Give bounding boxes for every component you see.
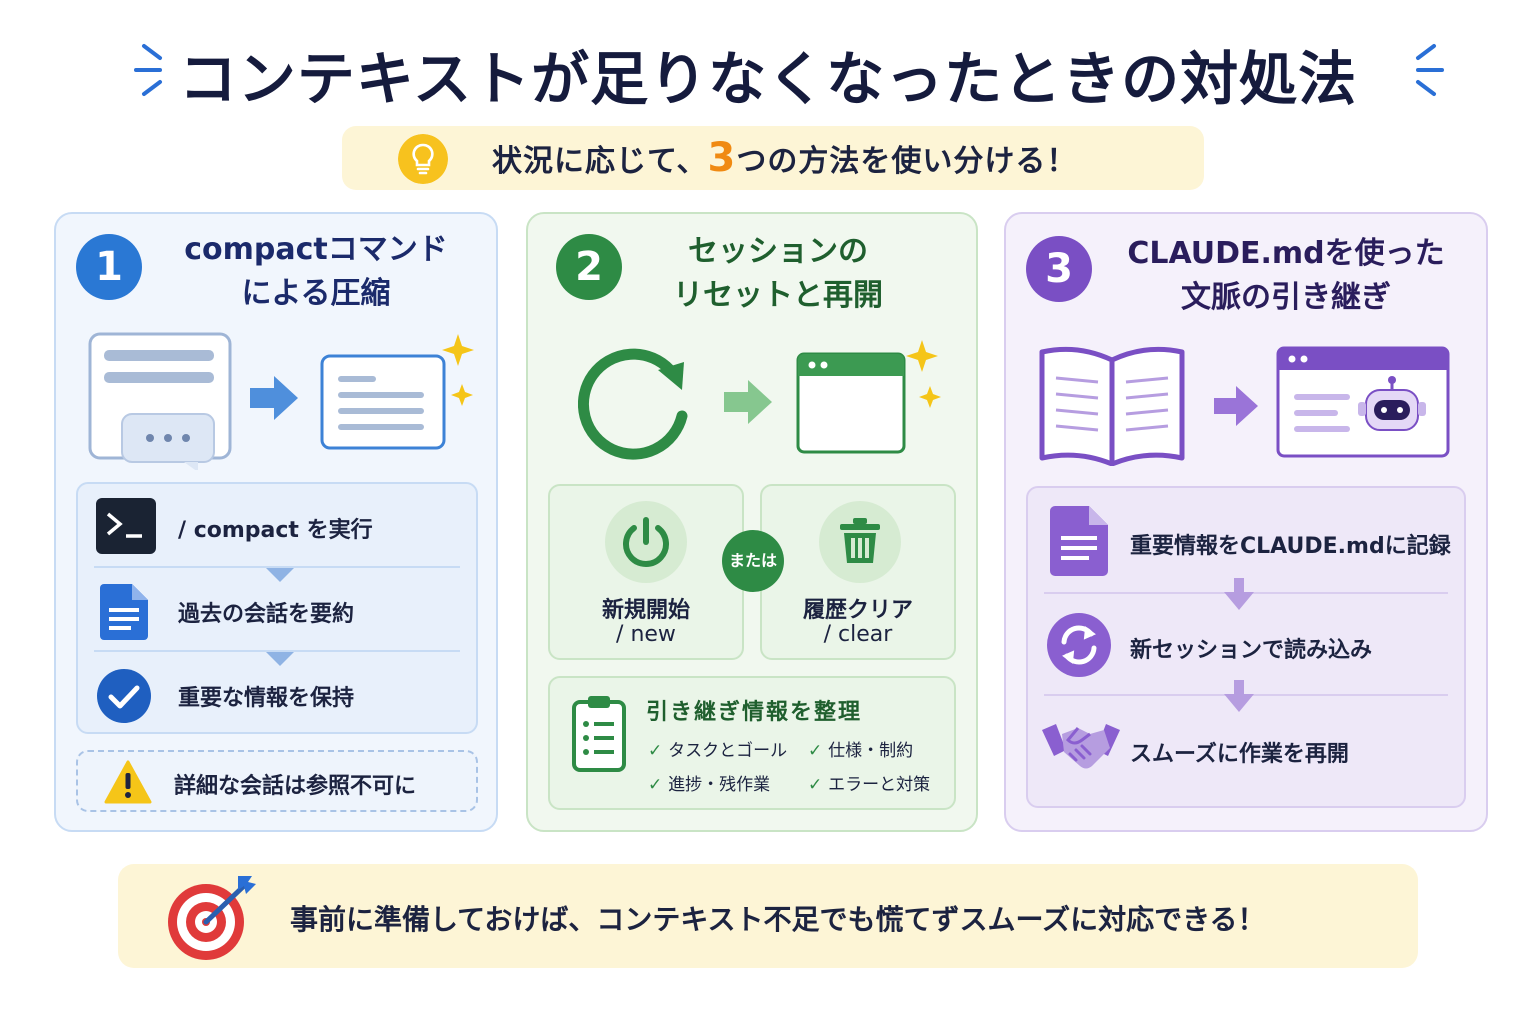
ai-window-icon: [1276, 346, 1450, 458]
step-divider: [94, 566, 460, 568]
step-divider: [94, 650, 460, 652]
claude-md-illustration: [1039, 346, 1450, 466]
handover-item: ✓ エラーと対策: [808, 775, 931, 795]
method-1-step-2: 過去の会話を要約: [178, 602, 355, 627]
handover-item: ✓ タスクとゴール: [648, 741, 788, 761]
warning-icon: [104, 760, 152, 804]
lightbulb-icon: [398, 134, 448, 184]
method-3-step-2: 新セッションで読み込み: [1130, 638, 1373, 663]
subtitle-text: 状況に応じて、3つの方法を使い分ける！: [492, 135, 1078, 181]
method-2-number-badge: 2: [556, 234, 622, 300]
method-3-panel: 3 CLAUDE.mdを使った 文脈の引き継ぎ: [1004, 212, 1488, 832]
method-1-step-3: 重要な情報を保持: [178, 686, 355, 711]
down-arrow-icon: [266, 568, 294, 582]
handover-item: ✓ 進捗・残作業: [648, 775, 771, 795]
arrow-right-icon: [724, 380, 772, 424]
sparkle-icon: [906, 340, 941, 408]
power-icon: [605, 501, 687, 583]
method-2-title: セッションの リセットと再開: [673, 234, 883, 313]
file-icon: [1050, 506, 1108, 576]
document-icon: [100, 584, 148, 640]
method-3-steps-box: 重要情報をCLAUDE.mdに記録 新セッションで読み込み スムーズに作業を再開: [1026, 486, 1466, 808]
clipboard-icon: [572, 696, 626, 772]
page-title: コンテキストが足りなくなったときの対処法: [178, 45, 1358, 113]
subtitle-banner: 状況に応じて、3つの方法を使い分ける！: [342, 126, 1204, 190]
arrow-right-icon: [1214, 386, 1258, 426]
trash-icon: [819, 501, 901, 583]
method-3-number-badge: 3: [1026, 236, 1092, 302]
method-1-warning-text: 詳細な会話は参照不可に: [174, 774, 417, 799]
target-arrow-icon: [168, 876, 256, 960]
option-new-command: / new: [616, 622, 676, 647]
terminal-icon: [96, 498, 156, 554]
method-1-number-badge: 1: [76, 234, 142, 300]
option-clear-command: / clear: [823, 622, 893, 647]
option-new-box: 新規開始 / new: [548, 484, 744, 660]
method-1-panel: 1 compactコマンド による圧縮: [54, 212, 498, 832]
title-right-deco-icon: [1416, 44, 1444, 96]
compact-document-icon: [320, 354, 446, 450]
down-arrow-icon: [1224, 680, 1254, 712]
handover-title: 引き継ぎ情報を整理: [646, 700, 863, 725]
sparkle-icon: [442, 334, 474, 406]
method-3-step-3: スムーズに作業を再開: [1130, 742, 1349, 767]
method-3-step-1: 重要情報をCLAUDE.mdに記録: [1130, 534, 1451, 559]
method-3-title: CLAUDE.mdを使った 文脈の引き継ぎ: [1127, 236, 1445, 315]
handover-box: 引き継ぎ情報を整理 ✓ タスクとゴール ✓ 仕様・制約 ✓ 進捗・残作業 ✓ エ…: [548, 676, 956, 810]
handshake-icon: [1042, 724, 1120, 769]
check-circle-icon: [97, 669, 151, 723]
sync-icon: [1047, 613, 1111, 677]
method-1-title: compactコマンド による圧縮: [184, 232, 448, 311]
down-arrow-icon: [266, 652, 294, 666]
method-1-steps-box: / compact を実行 過去の会話を要約 重要な情報を保持: [76, 482, 478, 734]
method-1-step-1: / compact を実行: [178, 518, 373, 543]
refresh-icon: [578, 348, 688, 460]
new-window-icon: [796, 352, 906, 454]
compact-illustration: [88, 332, 474, 470]
option-clear-label: 履歴クリア: [802, 598, 913, 623]
handover-item: ✓ 仕様・制約: [808, 741, 914, 761]
open-book-icon: [1039, 346, 1185, 466]
down-arrow-icon: [1224, 578, 1254, 610]
bottom-message: 事前に準備しておけば、コンテキスト不足でも慌てずスムーズに対応できる！: [290, 903, 1266, 936]
or-badge: または: [722, 530, 784, 592]
bottom-banner: 事前に準備しておけば、コンテキスト不足でも慌てずスムーズに対応できる！: [118, 864, 1418, 968]
reset-illustration: [578, 340, 941, 460]
robot-icon: [1358, 376, 1426, 431]
method-1-warning-box: 詳細な会話は参照不可に: [76, 750, 478, 812]
arrow-right-icon: [250, 376, 298, 420]
title-left-deco-icon: [134, 44, 162, 96]
option-new-label: 新規開始: [601, 598, 690, 623]
method-2-panel: 2 セッションの リセットと再開 新規開始 / new: [526, 212, 978, 832]
subtitle-number: 3: [707, 135, 737, 181]
long-conversation-icon: [88, 332, 232, 470]
option-clear-box: 履歴クリア / clear: [760, 484, 956, 660]
